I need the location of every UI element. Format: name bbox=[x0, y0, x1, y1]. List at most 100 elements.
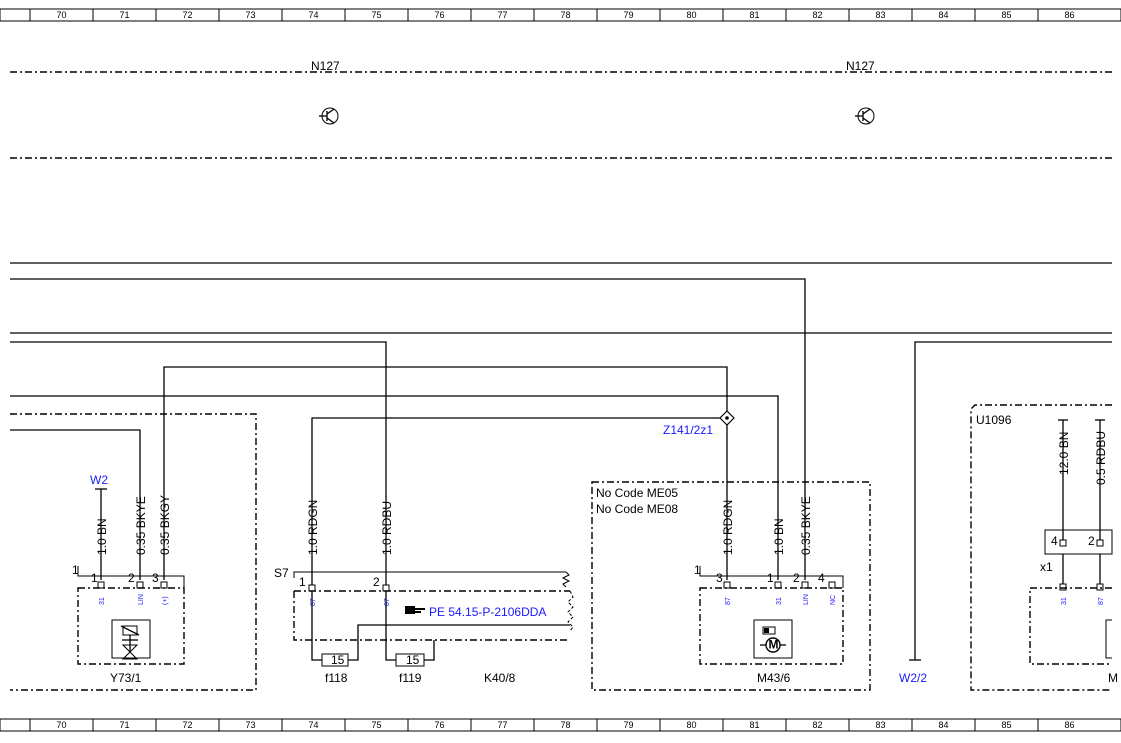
pin-function: 87 bbox=[1098, 597, 1105, 605]
splice-z141: Z141/2z1 bbox=[663, 410, 735, 437]
wire-label: 0.35 BKYE bbox=[799, 496, 813, 555]
pin-number: 1 bbox=[767, 571, 774, 585]
ruler-column-number: 84 bbox=[938, 10, 948, 20]
ruler-column-number: 78 bbox=[560, 10, 570, 20]
solenoid-valve-icon bbox=[111, 619, 151, 660]
pin-function: 87 bbox=[310, 598, 317, 606]
fuse-icon bbox=[321, 653, 349, 667]
fuse-icon bbox=[395, 653, 425, 667]
pin-number: 2 bbox=[1088, 534, 1095, 548]
n127-label-right: N127 bbox=[846, 59, 875, 73]
ruler-column-number: 74 bbox=[308, 10, 318, 20]
transistor-icon bbox=[319, 107, 339, 125]
fuse-rating: 15 bbox=[331, 653, 345, 667]
wire-label: 1.0 RDBU bbox=[380, 501, 394, 555]
component-name: M43/6 bbox=[757, 671, 791, 685]
connector-number: 1 bbox=[72, 563, 79, 577]
fuse-label: f118 bbox=[325, 671, 348, 685]
ruler-column-number: 73 bbox=[245, 720, 255, 730]
pin-function: NC bbox=[830, 595, 837, 605]
connector-number: 1 bbox=[694, 563, 701, 577]
component-k40: S7 1.0 RDGN 1.0 RDBU 1 2 87 87 PE 54.15-… bbox=[274, 495, 574, 685]
ruler-column-number: 85 bbox=[1001, 10, 1011, 20]
n127-section: N127 N127 bbox=[10, 59, 1112, 159]
wire-label: 0.35 BKGY bbox=[158, 495, 172, 555]
pin-sockets bbox=[97, 581, 168, 589]
reference-link[interactable]: PE 54.15-P-2106DDA bbox=[429, 605, 546, 619]
fuse-label: f119 bbox=[399, 671, 422, 685]
connector-x1: x1 bbox=[1040, 560, 1053, 574]
splice-label: Z141/2z1 bbox=[663, 423, 713, 437]
n127-label-left: N127 bbox=[311, 59, 340, 73]
ruler-column-number: 76 bbox=[434, 10, 444, 20]
fuse-rating: 15 bbox=[406, 653, 420, 667]
ruler-column-number: 82 bbox=[812, 720, 822, 730]
pin-number: 4 bbox=[818, 571, 825, 585]
code-note: No Code ME05 bbox=[596, 486, 678, 500]
ruler-column-number: 71 bbox=[119, 10, 129, 20]
pin-number: 2 bbox=[373, 575, 380, 589]
component-name-partial: M bbox=[1108, 671, 1118, 685]
ruler-column-number: 72 bbox=[182, 10, 192, 20]
ruler-column-number: 71 bbox=[119, 720, 129, 730]
ruler-column-number: 75 bbox=[371, 720, 381, 730]
component-name: K40/8 bbox=[484, 671, 516, 685]
pin-function: (+) bbox=[162, 596, 169, 605]
code-note: No Code ME08 bbox=[596, 502, 678, 516]
pin-number: 4 bbox=[1051, 534, 1058, 548]
ruler-column-number: 85 bbox=[1001, 720, 1011, 730]
wire-label: 0.5 RDBU bbox=[1094, 431, 1108, 485]
ruler-column-number: 70 bbox=[56, 720, 66, 730]
ruler-column-number: 73 bbox=[245, 10, 255, 20]
component-m43: No Code ME05 No Code ME08 1.0 RDGN 1.0 B… bbox=[591, 481, 871, 691]
ruler-column-number: 82 bbox=[812, 10, 822, 20]
ruler-column-number: 86 bbox=[1064, 720, 1074, 730]
pin-number: 1 bbox=[91, 571, 98, 585]
internal-wiring bbox=[311, 591, 570, 661]
ruler-column-number: 80 bbox=[686, 10, 696, 20]
pin-function: 87 bbox=[384, 598, 391, 606]
ruler-column-number: 72 bbox=[182, 720, 192, 730]
pin-number: 2 bbox=[793, 571, 800, 585]
ruler-column-number: 76 bbox=[434, 720, 444, 730]
component-u1096: U1096 12.0 BN 0.5 RDBU 4 2 x1 31 87 M bbox=[970, 404, 1118, 691]
ruler-column-number: 74 bbox=[308, 720, 318, 730]
ruler-column-number: 77 bbox=[497, 10, 507, 20]
ruler-column-number: 81 bbox=[749, 720, 759, 730]
bus-wires bbox=[10, 262, 1112, 660]
component-name: U1096 bbox=[976, 413, 1012, 427]
ruler-column-number: 81 bbox=[749, 10, 759, 20]
component-name: Y73/1 bbox=[110, 671, 142, 685]
ruler-column-number: 86 bbox=[1064, 10, 1074, 20]
component-symbol-icon bbox=[1105, 619, 1112, 659]
pin-number: 3 bbox=[716, 571, 723, 585]
pin-number: 3 bbox=[152, 571, 159, 585]
ruler-column-number: 77 bbox=[497, 720, 507, 730]
wire-label: 1.0 BN bbox=[95, 518, 109, 555]
pin-number: 1 bbox=[299, 575, 306, 589]
wire-label: 1.0 RDGN bbox=[306, 500, 320, 555]
wire-label: 0.35 BKYE bbox=[134, 496, 148, 555]
transistor-icon bbox=[855, 107, 875, 125]
pin-function: LIN bbox=[138, 594, 145, 605]
pin-function: 87 bbox=[725, 597, 732, 605]
wire-label: 1.0 BN bbox=[772, 518, 786, 555]
connector-s7: S7 bbox=[274, 566, 289, 580]
pin-function: 31 bbox=[99, 597, 106, 605]
ruler-column-number: 79 bbox=[623, 10, 633, 20]
pointing-hand-icon bbox=[405, 606, 425, 614]
ground-ref-w2: W2 bbox=[90, 473, 108, 487]
component-y73: W2 1.0 BN 0.35 BKYE 0.35 BKGY 1 1 2 3 31… bbox=[10, 413, 257, 691]
ruler-column-number: 80 bbox=[686, 720, 696, 730]
pin-function: 31 bbox=[776, 597, 783, 605]
ruler-column-number: 83 bbox=[875, 10, 885, 20]
ruler-column-number: 83 bbox=[875, 720, 885, 730]
wire-label: 12.0 BN bbox=[1057, 432, 1071, 475]
ruler-column-number: 70 bbox=[56, 10, 66, 20]
ground-w22: W2/2 bbox=[899, 659, 927, 685]
ruler-column-number: 78 bbox=[560, 720, 570, 730]
ruler-column-number: 79 bbox=[623, 720, 633, 730]
